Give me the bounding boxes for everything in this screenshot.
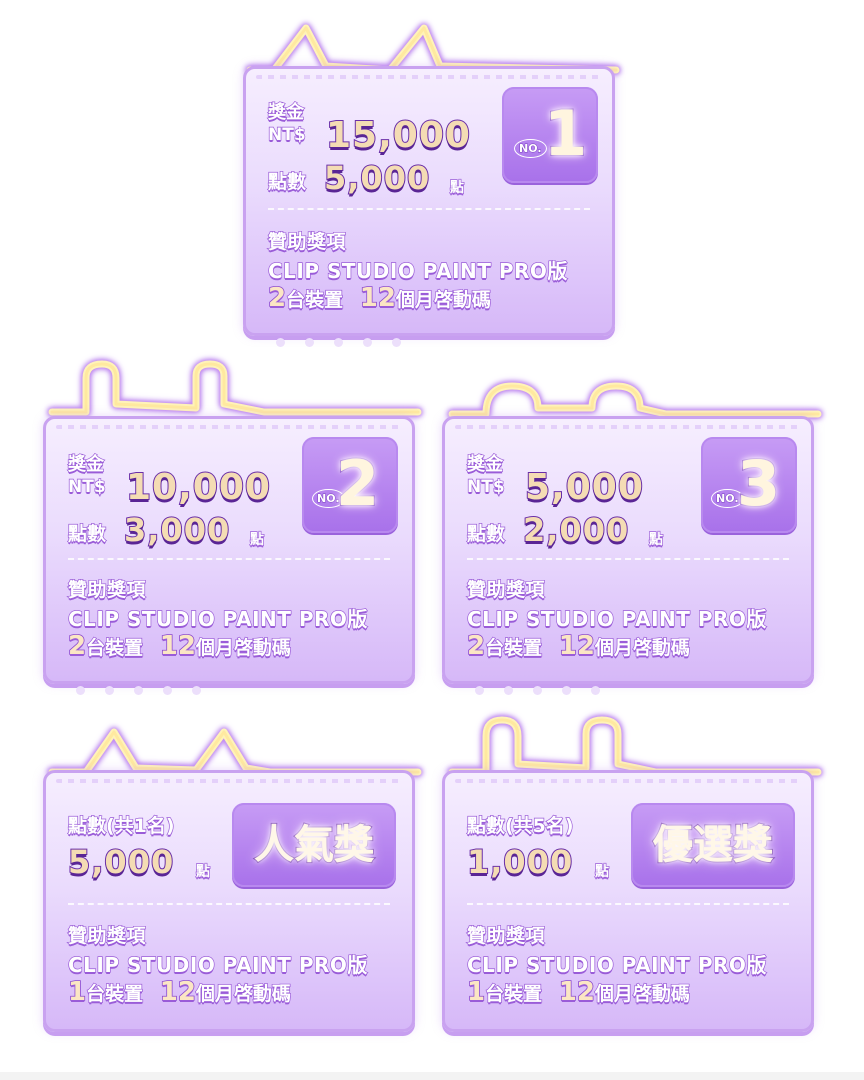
award-title-badge: 人氣獎 (232, 803, 396, 887)
sponsor-label: 贊助獎項 (67, 578, 147, 601)
devices-count: 2 (267, 282, 287, 314)
sponsor-label: 贊助獎項 (466, 924, 546, 947)
prize-label: 獎金 (67, 454, 104, 475)
sponsor-product: CLIP STUDIO PAINT PRO版 (466, 952, 767, 977)
months-text: 個月啓動碼 (395, 288, 491, 311)
excellence-award-card: 點數(共5名) 1,000 點 優選獎 贊助獎項 CLIP STUDIO PAI… (442, 770, 814, 1032)
months-text: 個月啓動碼 (594, 982, 690, 1005)
prize-label: 獎金 (267, 102, 304, 123)
currency-label: NT$ (267, 124, 306, 145)
device-info: 1台裝置 12個月啓動碼 (466, 976, 690, 1008)
devices-count: 2 (466, 630, 486, 662)
points-amount: 2,000 (522, 511, 630, 549)
device-info: 2台裝置 12個月啓動碼 (267, 282, 491, 314)
rank-number: 1 (543, 97, 588, 170)
rank-no-label: NO. (711, 489, 744, 508)
months-count: 12 (359, 282, 397, 314)
devices-count: 1 (67, 976, 87, 1008)
months-count: 12 (159, 976, 197, 1008)
sponsor-label: 贊助獎項 (466, 578, 546, 601)
rank-badge: NO. 2 (302, 437, 398, 533)
points-amount: 3,000 (123, 511, 231, 549)
devices-text: 台裝置 (484, 636, 543, 659)
points-label: 點數 (267, 170, 307, 193)
divider (467, 558, 789, 560)
months-count: 12 (159, 630, 197, 662)
rank-no-label: NO. (514, 139, 547, 158)
points-unit: 點 (195, 863, 210, 880)
award-title-badge: 優選獎 (631, 803, 795, 887)
card-dots (276, 338, 401, 347)
page-bottom-strip (0, 1072, 864, 1080)
sponsor-product: CLIP STUDIO PAINT PRO版 (267, 258, 568, 283)
prize-card-first: 獎金 NT$ 15,000 點數 5,000 點 NO. 1 贊助獎項 CLIP… (243, 66, 615, 347)
points-header: 點數(共5名) (466, 814, 574, 837)
award-title: 人氣獎 (253, 822, 375, 868)
card-dots (475, 686, 600, 695)
points-unit: 點 (449, 179, 464, 196)
card-dots (76, 686, 201, 695)
sponsor-product: CLIP STUDIO PAINT PRO版 (67, 606, 368, 631)
months-count: 12 (558, 630, 596, 662)
popularity-award-card: 點數(共1名) 5,000 點 人氣獎 贊助獎項 CLIP STUDIO PAI… (43, 770, 415, 1032)
devices-count: 1 (466, 976, 486, 1008)
rank-number: 3 (736, 447, 781, 520)
currency-label: NT$ (466, 476, 505, 497)
devices-text: 台裝置 (85, 982, 144, 1005)
currency-label: NT$ (67, 476, 106, 497)
points-label: 點數 (466, 522, 506, 545)
months-text: 個月啓動碼 (195, 982, 291, 1005)
months-text: 個月啓動碼 (594, 636, 690, 659)
divider (268, 208, 590, 210)
device-info: 2台裝置 12個月啓動碼 (466, 630, 690, 662)
sponsor-label: 贊助獎項 (267, 230, 347, 253)
prize-amount: 5,000 (524, 467, 644, 508)
points-amount: 5,000 (323, 159, 431, 197)
device-info: 2台裝置 12個月啓動碼 (67, 630, 291, 662)
devices-text: 台裝置 (484, 982, 543, 1005)
devices-count: 2 (67, 630, 87, 662)
points-label: 點數 (67, 522, 107, 545)
prize-amount: 10,000 (125, 467, 271, 508)
devices-text: 台裝置 (85, 636, 144, 659)
months-count: 12 (558, 976, 596, 1008)
prize-card-second: 獎金 NT$ 10,000 點數 3,000 點 NO. 2 贊助獎項 CLIP… (43, 416, 415, 695)
award-title: 優選獎 (652, 822, 774, 868)
prize-amount: 15,000 (325, 115, 471, 156)
divider (467, 903, 789, 905)
months-text: 個月啓動碼 (195, 636, 291, 659)
sponsor-product: CLIP STUDIO PAINT PRO版 (466, 606, 767, 631)
devices-text: 台裝置 (285, 288, 344, 311)
cat-ears-decoration (48, 360, 422, 416)
points-unit: 點 (249, 531, 264, 548)
points-amount: 1,000 (466, 843, 574, 881)
prize-card-third: 獎金 NT$ 5,000 點數 2,000 點 NO. 3 贊助獎項 CLIP … (442, 416, 814, 695)
device-info: 1台裝置 12個月啓動碼 (67, 976, 291, 1008)
divider (68, 903, 390, 905)
rank-number: 2 (335, 447, 380, 520)
rank-badge: NO. 1 (502, 87, 598, 183)
prize-label: 獎金 (466, 454, 503, 475)
sponsor-product: CLIP STUDIO PAINT PRO版 (67, 952, 368, 977)
points-amount: 5,000 (67, 843, 175, 881)
sponsor-label: 贊助獎項 (67, 924, 147, 947)
rank-badge: NO. 3 (701, 437, 797, 533)
points-unit: 點 (648, 531, 663, 548)
points-header: 點數(共1名) (67, 814, 175, 837)
points-unit: 點 (594, 863, 609, 880)
divider (68, 558, 390, 560)
rank-no-label: NO. (312, 489, 345, 508)
